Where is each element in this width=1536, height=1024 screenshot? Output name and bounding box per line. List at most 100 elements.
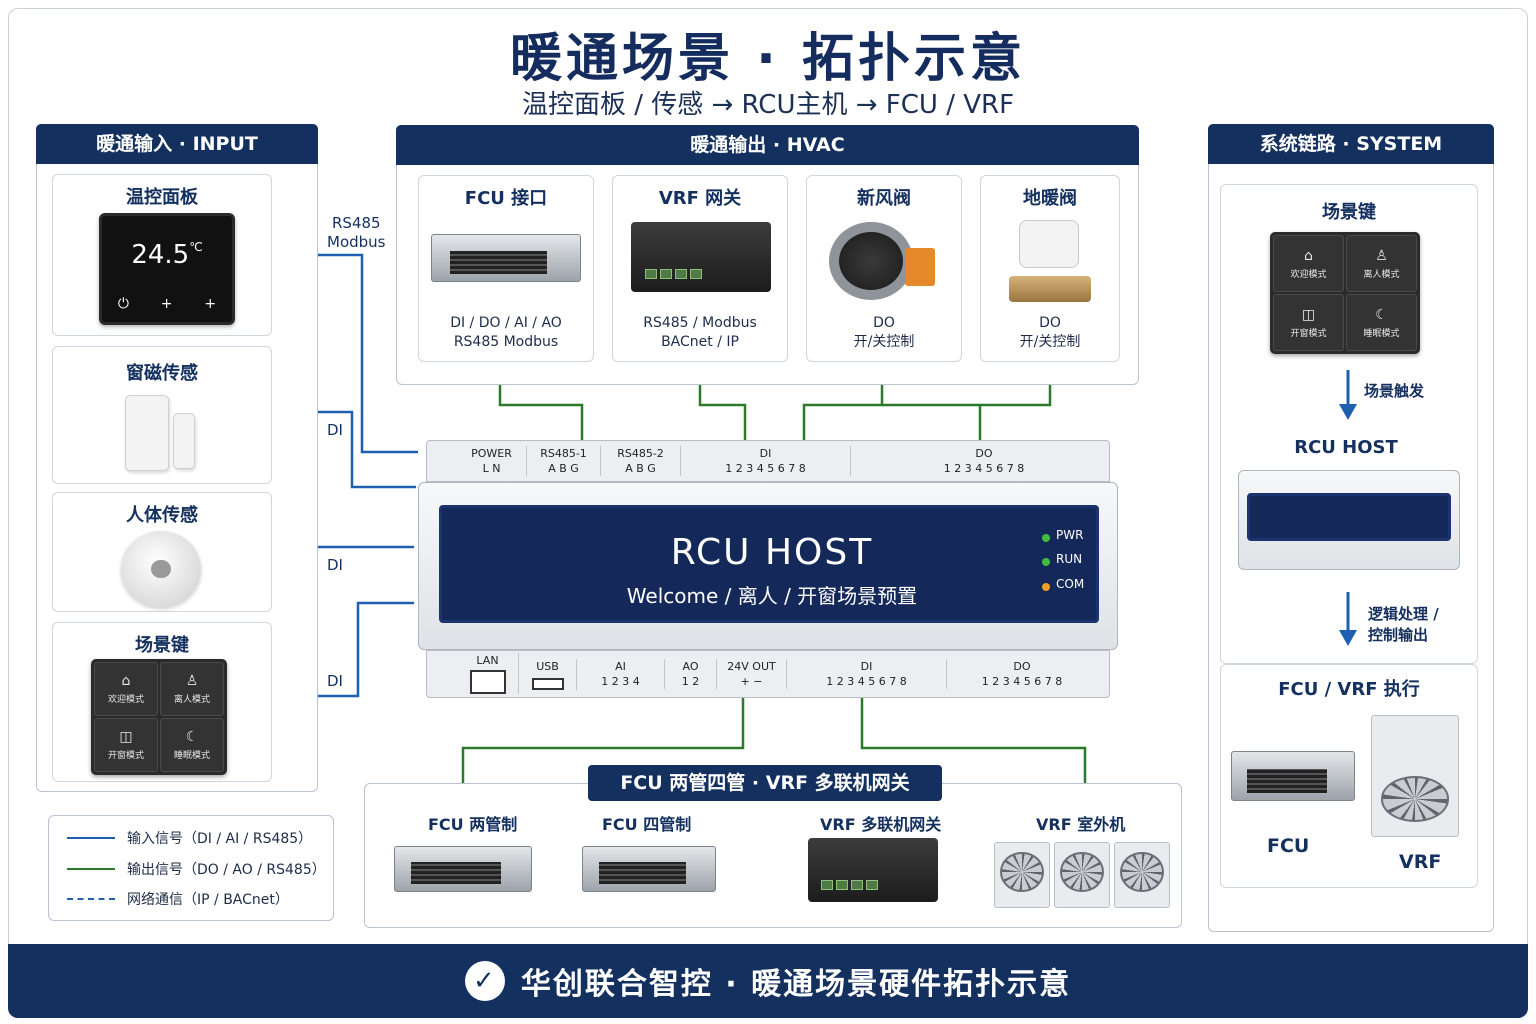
rcu-host-screen: RCU HOST Welcome / 离人 / 开窗场景预置 PWR RUN C… <box>439 505 1099 623</box>
brand-logo: ✓ <box>464 961 505 1001</box>
fresh-air-title: 新风阀 <box>857 188 911 209</box>
vrf-gateway-cap1: RS485 / Modbus <box>643 315 757 331</box>
vrf-gateway-card: VRF 网关 RS485 / Modbus BACnet / IP <box>612 175 788 362</box>
power-icon[interactable]: ⏻ <box>117 296 129 312</box>
lan-port[interactable]: LAN <box>457 653 519 694</box>
moon-icon: ☾ <box>185 729 199 745</box>
fcu-interface-cap2: RS485 Modbus <box>453 334 559 350</box>
fcu-four-pipe-label: FCU 四管制 <box>602 815 692 834</box>
floor-heat-cap1: DO <box>1039 315 1061 331</box>
fcu-two-pipe-image <box>394 846 532 892</box>
fresh-air-cap2: 开/关控制 <box>853 334 915 350</box>
rcu-host-name: RCU HOST <box>670 532 874 573</box>
damper-image <box>829 222 913 300</box>
run-led <box>1042 558 1050 566</box>
floor-heat-cap2: 开/关控制 <box>1019 334 1081 350</box>
scene-button-welcome[interactable]: ⌂欢迎模式 <box>94 662 158 716</box>
system-panel-heading: 系统链路 · SYSTEM <box>1208 124 1494 164</box>
system-vrf-label: VRF <box>1399 851 1442 873</box>
legend-output: 输出信号（DO / AO / RS485） <box>67 859 326 879</box>
fcu-unit-image <box>431 234 581 282</box>
wire-bottom-left <box>461 698 745 785</box>
fcu-two-pipe-label: FCU 两管制 <box>428 815 518 834</box>
system-vrf-image <box>1371 715 1459 837</box>
thermostat-device: 24.5℃ ⏻ + + <box>99 213 235 325</box>
input-panel-heading: 暖通输入 · INPUT <box>36 124 318 164</box>
door-sensor-magnet <box>173 413 195 469</box>
vrf-outdoor-unit <box>994 842 1050 908</box>
label-di-pir: DI <box>327 556 343 574</box>
thermostat-unit: ℃ <box>189 240 203 254</box>
thermostat-title: 温控面板 <box>126 187 198 208</box>
vrf-outdoor-label: VRF 室外机 <box>1036 815 1126 834</box>
pir-sensor-title: 人体传感 <box>126 505 198 526</box>
down-arrow-icon <box>1339 592 1357 646</box>
ethernet-icon <box>469 670 506 694</box>
pir-sensor-card: 人体传感 <box>52 492 272 612</box>
com-led <box>1042 583 1050 591</box>
usb-icon <box>531 678 564 690</box>
page-title: 暖通场景 · 拓扑示意 <box>510 29 1026 89</box>
wire-fresh-do <box>882 403 982 440</box>
footer-text: 华创联合智控 · 暖通场景硬件拓扑示意 <box>520 967 1072 1002</box>
valve-actuator-image <box>1019 220 1079 268</box>
fcu-four-pipe-image <box>582 846 716 892</box>
pwr-led <box>1042 534 1050 542</box>
system-scene-away[interactable]: ♙离人模式 <box>1346 235 1417 292</box>
thermostat-card: 温控面板 24.5℃ ⏻ + + <box>52 174 272 336</box>
system-host-title: RCU HOST <box>1294 437 1398 458</box>
legend-network: 网络通信（IP / BACnet） <box>67 889 289 909</box>
person-icon: ♙ <box>185 673 199 689</box>
label-rs485: RS485 <box>332 214 381 232</box>
system-scene-welcome[interactable]: ⌂欢迎模式 <box>1273 235 1344 292</box>
vrf-outdoor-unit <box>1114 842 1170 908</box>
run-led-label: RUN <box>1056 552 1083 566</box>
valve-body-image <box>1009 276 1091 302</box>
window-icon: ◫ <box>119 729 133 745</box>
system-scene-sleep[interactable]: ☾睡眠模式 <box>1346 294 1417 351</box>
door-sensor-card: 窗磁传感 <box>52 346 272 484</box>
fcu-interface-cap1: DI / DO / AI / AO <box>450 315 562 331</box>
vrf-outdoor-unit <box>1054 842 1110 908</box>
person-icon: ♙ <box>1375 247 1388 264</box>
pir-sensor-device <box>121 531 201 607</box>
down-arrow-icon <box>1339 370 1357 420</box>
com-led-label: COM <box>1056 577 1085 591</box>
vrf-gateway-title: VRF 网关 <box>658 188 742 209</box>
legend: 输入信号（DI / AI / RS485） 输出信号（DO / AO / RS4… <box>48 815 334 921</box>
plus-icon[interactable]: + <box>204 296 217 312</box>
bottom-group-heading: FCU 两管四管 · VRF 多联机网关 <box>588 765 942 801</box>
system-scene-window[interactable]: ◫开窗模式 <box>1273 294 1344 351</box>
system-scene-panel: ⌂欢迎模式 ♙离人模式 ◫开窗模式 ☾睡眠模式 <box>1270 232 1420 354</box>
vrf-gateway-cap2: BACnet / IP <box>661 334 739 350</box>
damper-actuator <box>905 248 935 286</box>
scene-button-sleep[interactable]: ☾睡眠模式 <box>160 718 224 772</box>
scene-keys-title: 场景键 <box>135 635 189 656</box>
door-sensor-body <box>125 395 169 471</box>
system-fcu-label: FCU <box>1267 835 1310 857</box>
scene-button-window[interactable]: ◫开窗模式 <box>94 718 158 772</box>
label-di-door: DI <box>327 421 343 439</box>
vrf-gateway-bottom-image <box>808 838 938 902</box>
floor-heat-card: 地暖阀 DO 开/关控制 <box>980 175 1120 362</box>
plus-icon[interactable]: + <box>160 296 173 312</box>
rcu-host-scenes: Welcome / 离人 / 开窗场景预置 <box>626 584 918 608</box>
scene-key-panel: ⌂欢迎模式 ♙离人模式 ◫开窗模式 ☾睡眠模式 <box>91 659 227 775</box>
legend-input: 输入信号（DI / AI / RS485） <box>67 828 312 848</box>
scene-button-away[interactable]: ♙离人模式 <box>160 662 224 716</box>
logic-label-line1: 逻辑处理 / <box>1368 605 1439 623</box>
usb-port[interactable]: USB <box>519 659 577 690</box>
moon-icon: ☾ <box>1375 306 1388 323</box>
system-host-image <box>1238 470 1460 570</box>
scene-trigger-label: 场景触发 <box>1364 382 1425 400</box>
label-di-scene: DI <box>327 672 343 690</box>
page-subtitle: 温控面板 / 传感 → RCU主机 → FCU / VRF <box>521 90 1015 120</box>
fresh-air-cap1: DO <box>873 315 895 331</box>
